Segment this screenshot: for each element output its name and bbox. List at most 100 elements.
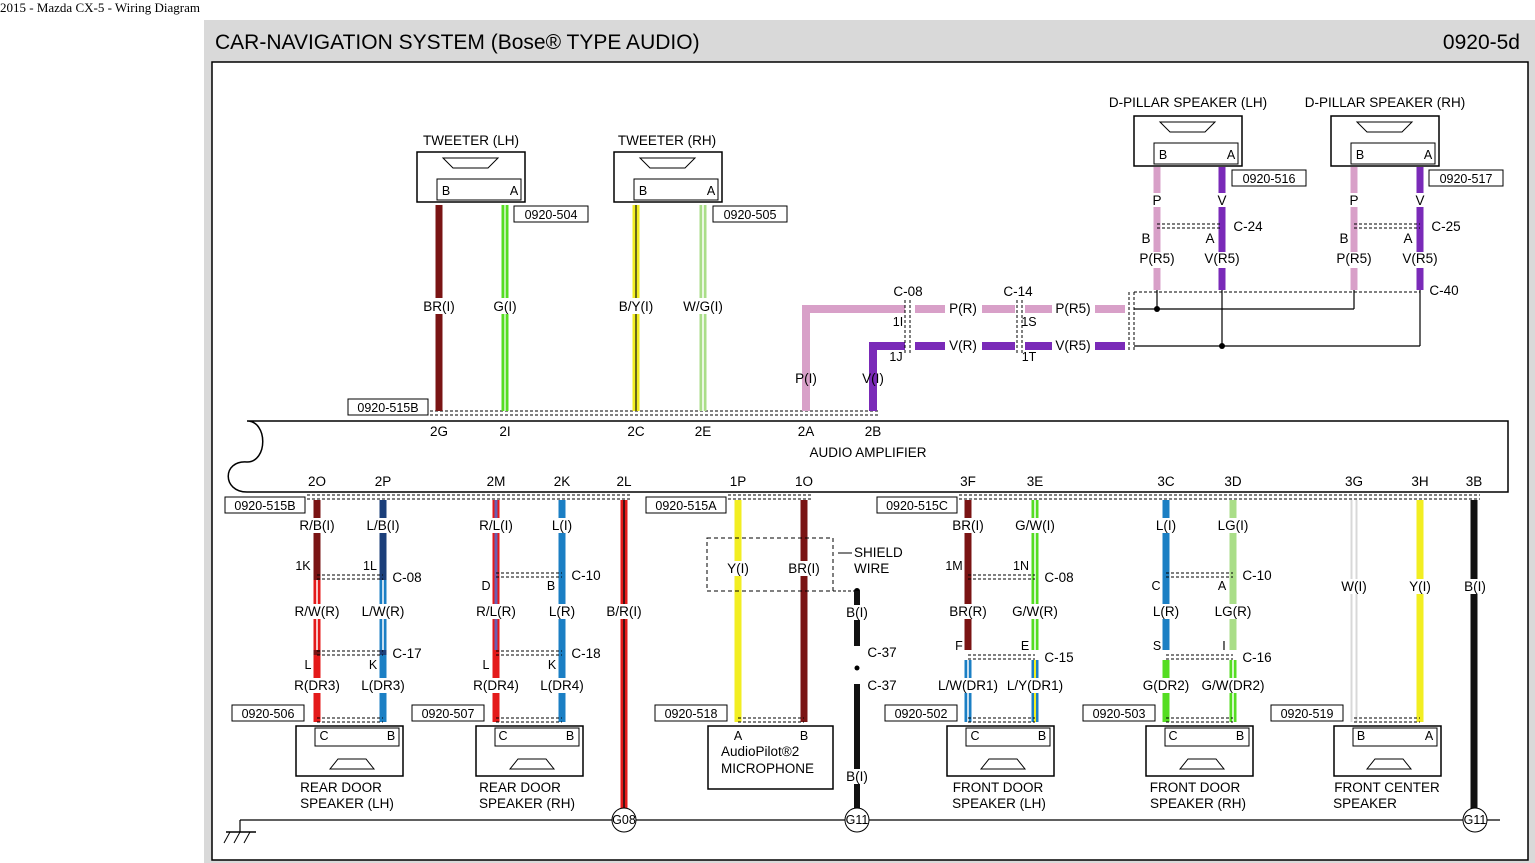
wire-label: L/B(I)	[366, 518, 399, 533]
front-center-speaker: 0920-519 B A FRONT CENTER SPEAKER	[1270, 704, 1442, 811]
svg-text:B: B	[387, 729, 395, 743]
speaker-icon	[508, 758, 556, 770]
component-ref: 0920-506	[242, 707, 295, 721]
component-name: REAR DOOR	[300, 780, 382, 795]
wire-label: B/Y(I)	[619, 299, 654, 314]
svg-text:K: K	[548, 658, 557, 672]
svg-text:S: S	[1153, 639, 1161, 653]
front-door-speaker-lh: 0920-502 C B FRONT DOOR SPEAKER (LH)	[884, 704, 1055, 811]
speaker-icon	[1158, 121, 1217, 133]
connector-c37: C-37	[867, 678, 896, 693]
wire-label: Y(I)	[727, 561, 749, 576]
wire-label: G/W(R)	[1012, 604, 1058, 619]
wire-label: V(R5)	[1204, 251, 1239, 266]
connector-c08: C-08	[893, 284, 922, 299]
page-number: 0920-5d	[1443, 31, 1520, 54]
connector-c08: C-08	[392, 570, 421, 585]
amp-pin: 1P	[730, 474, 747, 489]
wire-label: R/L(I)	[479, 518, 513, 533]
component-ref: 0920-507	[422, 707, 475, 721]
component-name: FRONT DOOR	[1150, 780, 1241, 795]
connector-ref-515c: 0920-515C	[886, 499, 948, 513]
component-ref: 0920-518	[665, 707, 718, 721]
connector-pin: 1T	[1022, 350, 1037, 364]
wire-label: L(R)	[1153, 604, 1179, 619]
svg-text:A: A	[1227, 148, 1236, 162]
rear-door-lh-wires: R/B(I) L/B(I) 1K 1L C-08 R/W(R) L/W(R) L…	[290, 500, 422, 722]
connector-c25: C-25	[1431, 219, 1460, 234]
amp-pin: 2O	[308, 474, 326, 489]
shield-label: WIRE	[854, 561, 889, 576]
component-name: REAR DOOR	[479, 780, 561, 795]
svg-text:A: A	[510, 184, 519, 198]
connector-c10: C-10	[571, 568, 600, 583]
wire-label: V(R)	[949, 338, 977, 353]
microphone-wires: Y(I) BR(I) SHIELD WIRE B(I) C-37 C-37 B(…	[706, 500, 903, 812]
component-name: SPEAKER	[1333, 796, 1397, 811]
wire-label: LG(R)	[1215, 604, 1252, 619]
speaker-icon	[638, 157, 697, 169]
tweeter-rh-wires: B/Y(I) W/G(I)	[615, 205, 726, 411]
speaker-icon	[979, 758, 1027, 770]
tweeter-lh: TWEETER (LH) B A 0920-504	[416, 133, 589, 223]
component-name: SPEAKER (LH)	[952, 796, 1046, 811]
amp-pin: 3E	[1027, 474, 1044, 489]
wire-label: V(R5)	[1402, 251, 1437, 266]
svg-text:A: A	[1218, 579, 1227, 593]
amp-pin: 3D	[1224, 474, 1242, 489]
amp-pin: 3B	[1466, 474, 1483, 489]
svg-text:B: B	[1236, 729, 1244, 743]
component-name: SPEAKER (LH)	[300, 796, 394, 811]
connector-pin: 1S	[1021, 315, 1036, 329]
amp-pin: 3G	[1345, 474, 1363, 489]
connector-c16: C-16	[1242, 650, 1271, 665]
wire-label: R/W(R)	[295, 604, 340, 619]
wire-label: V	[1415, 193, 1424, 208]
wire-label: L/W(R)	[362, 604, 405, 619]
component-name: MICROPHONE	[721, 761, 814, 776]
connector-c08: C-08	[1044, 570, 1073, 585]
amp-pin: 2M	[487, 474, 506, 489]
wire-label: G(DR2)	[1143, 678, 1190, 693]
speaker-icon	[441, 157, 500, 169]
svg-text:A: A	[1425, 729, 1434, 743]
svg-text:D: D	[481, 579, 490, 593]
wiring-diagram: CAR-NAVIGATION SYSTEM (Bose® TYPE AUDIO)…	[211, 31, 1529, 861]
svg-text:E: E	[1021, 639, 1029, 653]
ground-point-g08: G08	[612, 813, 636, 827]
front-center-wires: W(I) Y(I) B(I)	[1339, 500, 1489, 812]
wire-label: BR(R)	[949, 604, 987, 619]
d-pillar-feed-wires: P(I) V(I) P(R) V(R) P(R5) V(R5) C-08 1I …	[795, 283, 1459, 411]
rear-door-speaker-rh: 0920-507 C B REAR DOOR SPEAKER (RH)	[411, 704, 584, 811]
rear-door-rh-wires: R/L(I) L(I) D B C-10 R/L(R) L(R) L K C-1…	[470, 500, 644, 812]
svg-text:I: I	[1222, 639, 1225, 653]
component-name: FRONT CENTER	[1334, 780, 1440, 795]
connector-c15: C-15	[1044, 650, 1073, 665]
component-name: SPEAKER (RH)	[1150, 796, 1246, 811]
d-pillar-speaker-lh: D-PILLAR SPEAKER (LH) B A 0920-516	[1109, 95, 1307, 187]
wire-label: B(I)	[1464, 579, 1486, 594]
tweeter-lh-wires: BR(I) G(I)	[421, 205, 520, 411]
wire-label: L(DR4)	[540, 678, 584, 693]
amp-pin: 2A	[798, 424, 815, 439]
speaker-icon	[1178, 758, 1226, 770]
front-door-speaker-rh: 0920-503 C B FRONT DOOR SPEAKER (RH)	[1082, 704, 1254, 811]
amp-pin: 2I	[499, 424, 510, 439]
connector-ref-515b-top: 0920-515B	[357, 401, 418, 415]
wire-label: W(I)	[1341, 579, 1366, 594]
amp-pins-bottom: 2O 2P 2M 2K 2L 1P 1O 3F 3E 3C 3D 3G 3H 3…	[308, 474, 1482, 489]
d-pillar-rh-wires: P V B A C-25 P(R5) V(R5)	[1336, 167, 1461, 290]
amp-pin: 1O	[795, 474, 813, 489]
amp-pin: 2L	[616, 474, 632, 489]
connector-pin: A	[1205, 231, 1214, 246]
connector-pin: 1I	[893, 315, 903, 329]
amp-pin: 2B	[865, 424, 882, 439]
svg-text:B: B	[1357, 729, 1365, 743]
speaker-icon	[328, 758, 376, 770]
connector-pin: B	[1141, 231, 1150, 246]
svg-text:B: B	[1159, 148, 1167, 162]
amp-pin: 2K	[554, 474, 571, 489]
amp-pin: 3C	[1157, 474, 1175, 489]
connector-c40: C-40	[1429, 283, 1458, 298]
connector-pin: A	[1403, 231, 1412, 246]
